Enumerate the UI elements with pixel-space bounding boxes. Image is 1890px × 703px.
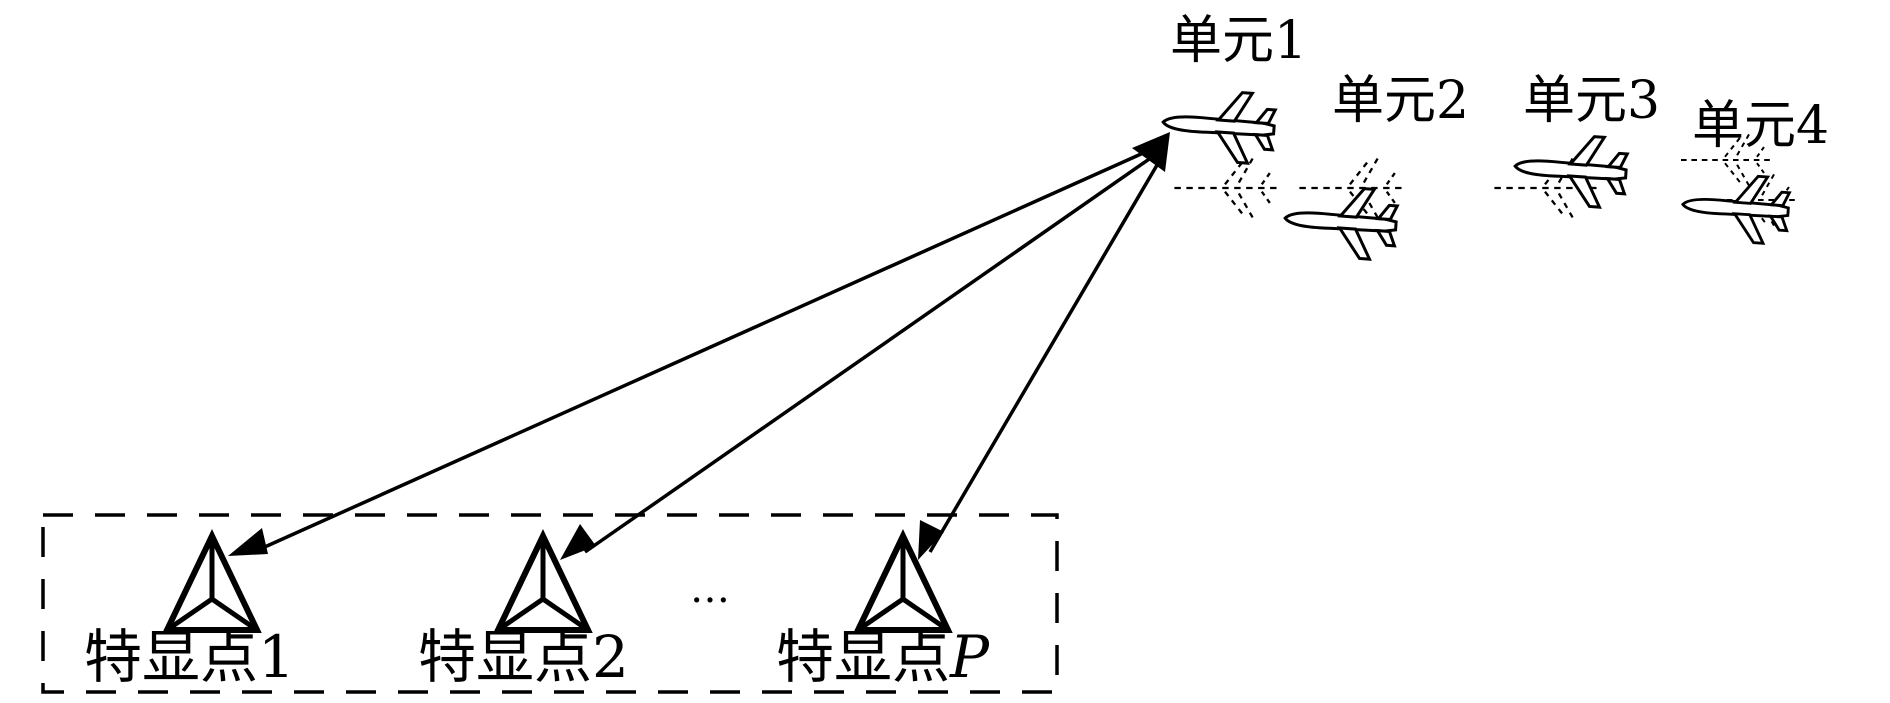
unit-3-airplane-icon: [1511, 129, 1630, 211]
unit-2-airplane-icon: [1281, 181, 1400, 263]
link-arrow-1: [257, 148, 1151, 552]
unit-1-label: 单元1: [1170, 11, 1307, 71]
unit-2-label: 单元2: [1332, 71, 1469, 131]
station-1-label: 特显点1: [84, 623, 295, 691]
station-p-label-var: P: [949, 623, 990, 691]
unit-4-label: 单元4: [1692, 96, 1829, 156]
arrowhead-station-2: [560, 524, 596, 560]
link-arrow-3: [928, 159, 1162, 553]
station-2-label: 特显点2: [418, 623, 629, 691]
arrowhead-unit-1: [1132, 132, 1170, 172]
arrowhead-station-1: [228, 528, 268, 556]
station-p-icon: [858, 536, 948, 630]
station-p-label: 特显点P: [776, 623, 990, 691]
station-p-label-text: 特显点: [776, 623, 950, 691]
unit-1-airplane-icon: [1159, 85, 1278, 167]
unit-4-airplane-icon: [1679, 169, 1792, 247]
unit-3-label: 单元3: [1523, 71, 1660, 131]
arrowhead-station-p: [918, 520, 944, 560]
flight-trail-1: [1173, 157, 1278, 219]
ground-region-boundary: [41, 513, 1059, 694]
link-arrow-2: [583, 153, 1157, 554]
ellipsis: …: [690, 566, 730, 612]
